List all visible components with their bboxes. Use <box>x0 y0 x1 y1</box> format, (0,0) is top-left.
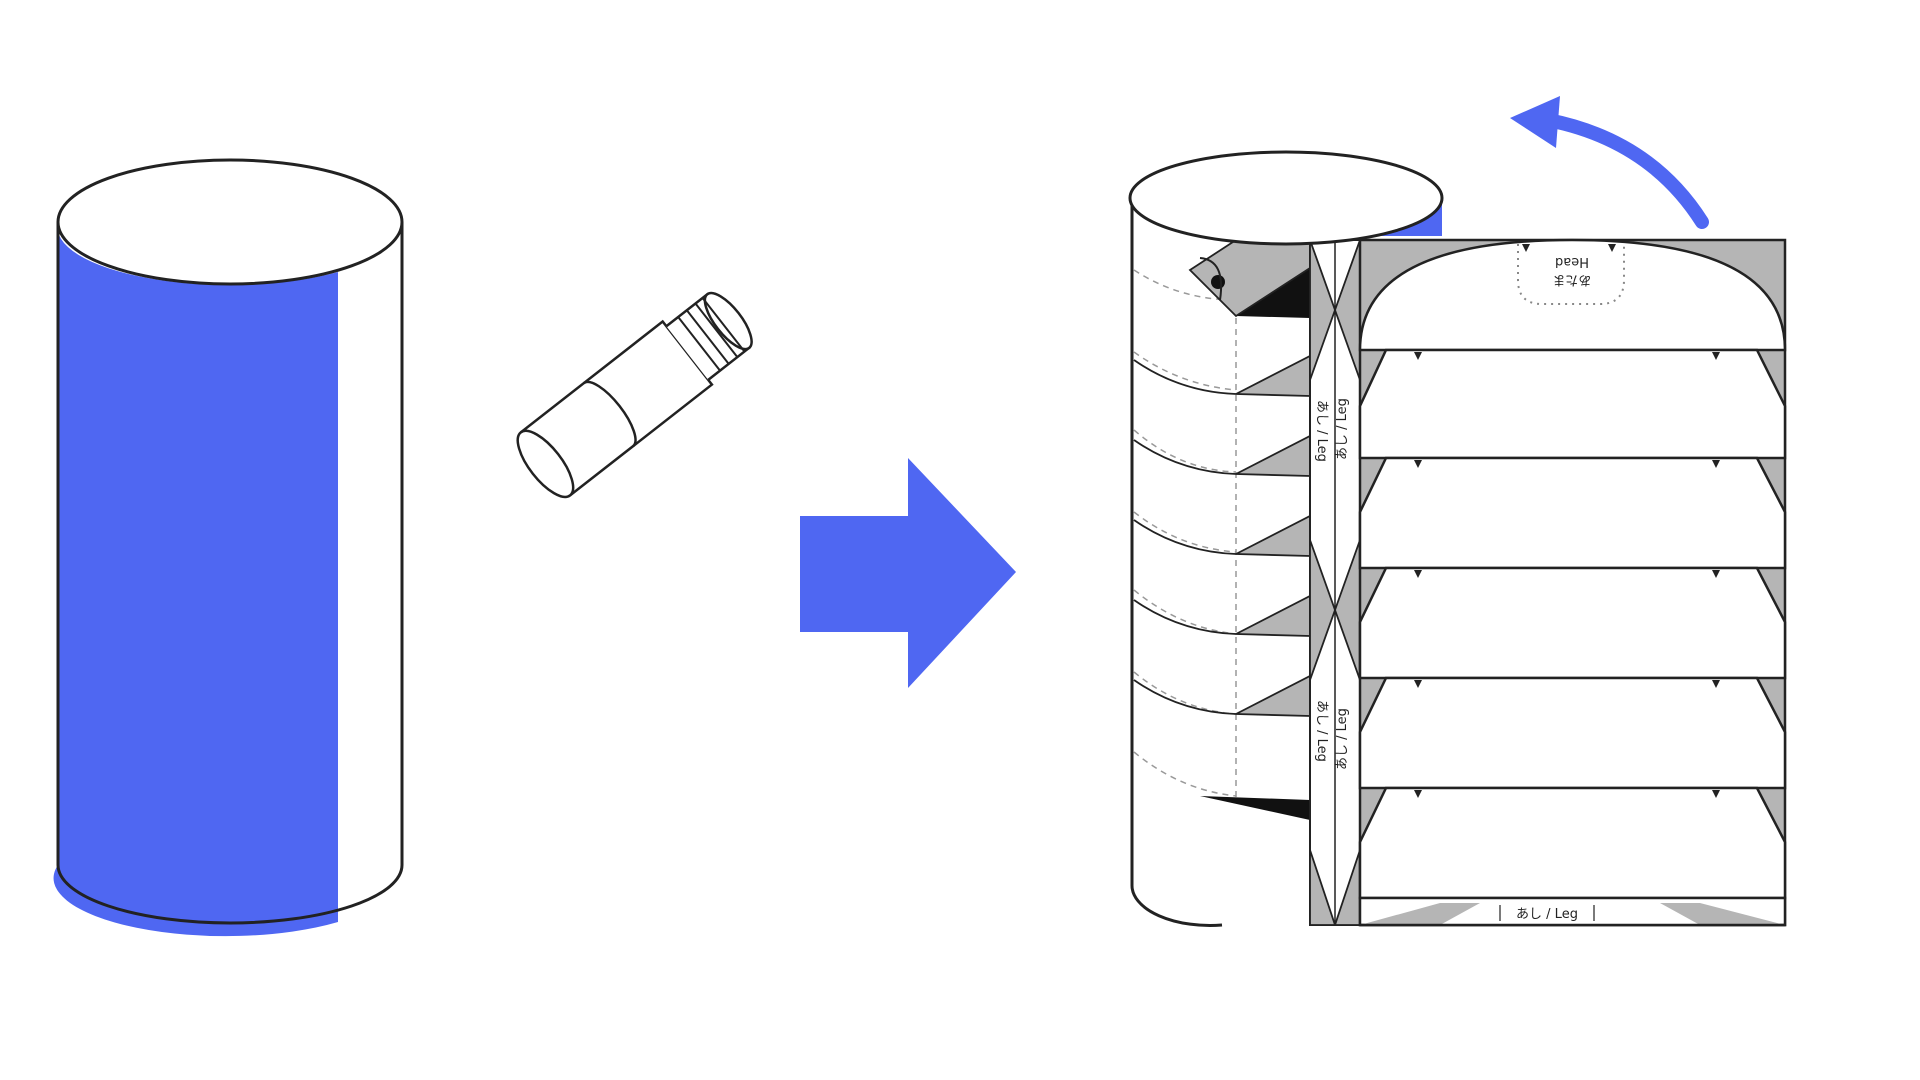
leg-label-strip-lower-right: あし / Leg <box>1335 708 1350 770</box>
head-dotted-area <box>1517 244 1625 305</box>
head-label: Head <box>1555 254 1589 269</box>
leg-label-strip-upper-right: あし / Leg <box>1335 398 1350 460</box>
cylinder-with-printed-sheet-attached: あし / Leg あし / Leg あし / Leg あし / Leg <box>1128 150 1787 927</box>
blue-paper-cylinder <box>53 158 404 937</box>
blue-paper-wrap <box>53 222 339 937</box>
right-arrow-icon <box>800 458 1016 688</box>
leg-label-bottom: あし / Leg <box>1516 907 1578 922</box>
printed-sheet: あし / Leg Head あたま <box>1358 238 1787 927</box>
head-label-jp: あたま <box>1553 272 1592 287</box>
leg-label-strip-upper-left: あし / Leg <box>1314 400 1329 462</box>
assembled-cylinder-top <box>1128 150 1444 246</box>
leg-label-strip-lower-left: あし / Leg <box>1314 700 1329 762</box>
curved-arrow-icon <box>1510 96 1709 229</box>
cylinder-top <box>56 158 404 286</box>
glue-stick-icon <box>516 291 753 499</box>
